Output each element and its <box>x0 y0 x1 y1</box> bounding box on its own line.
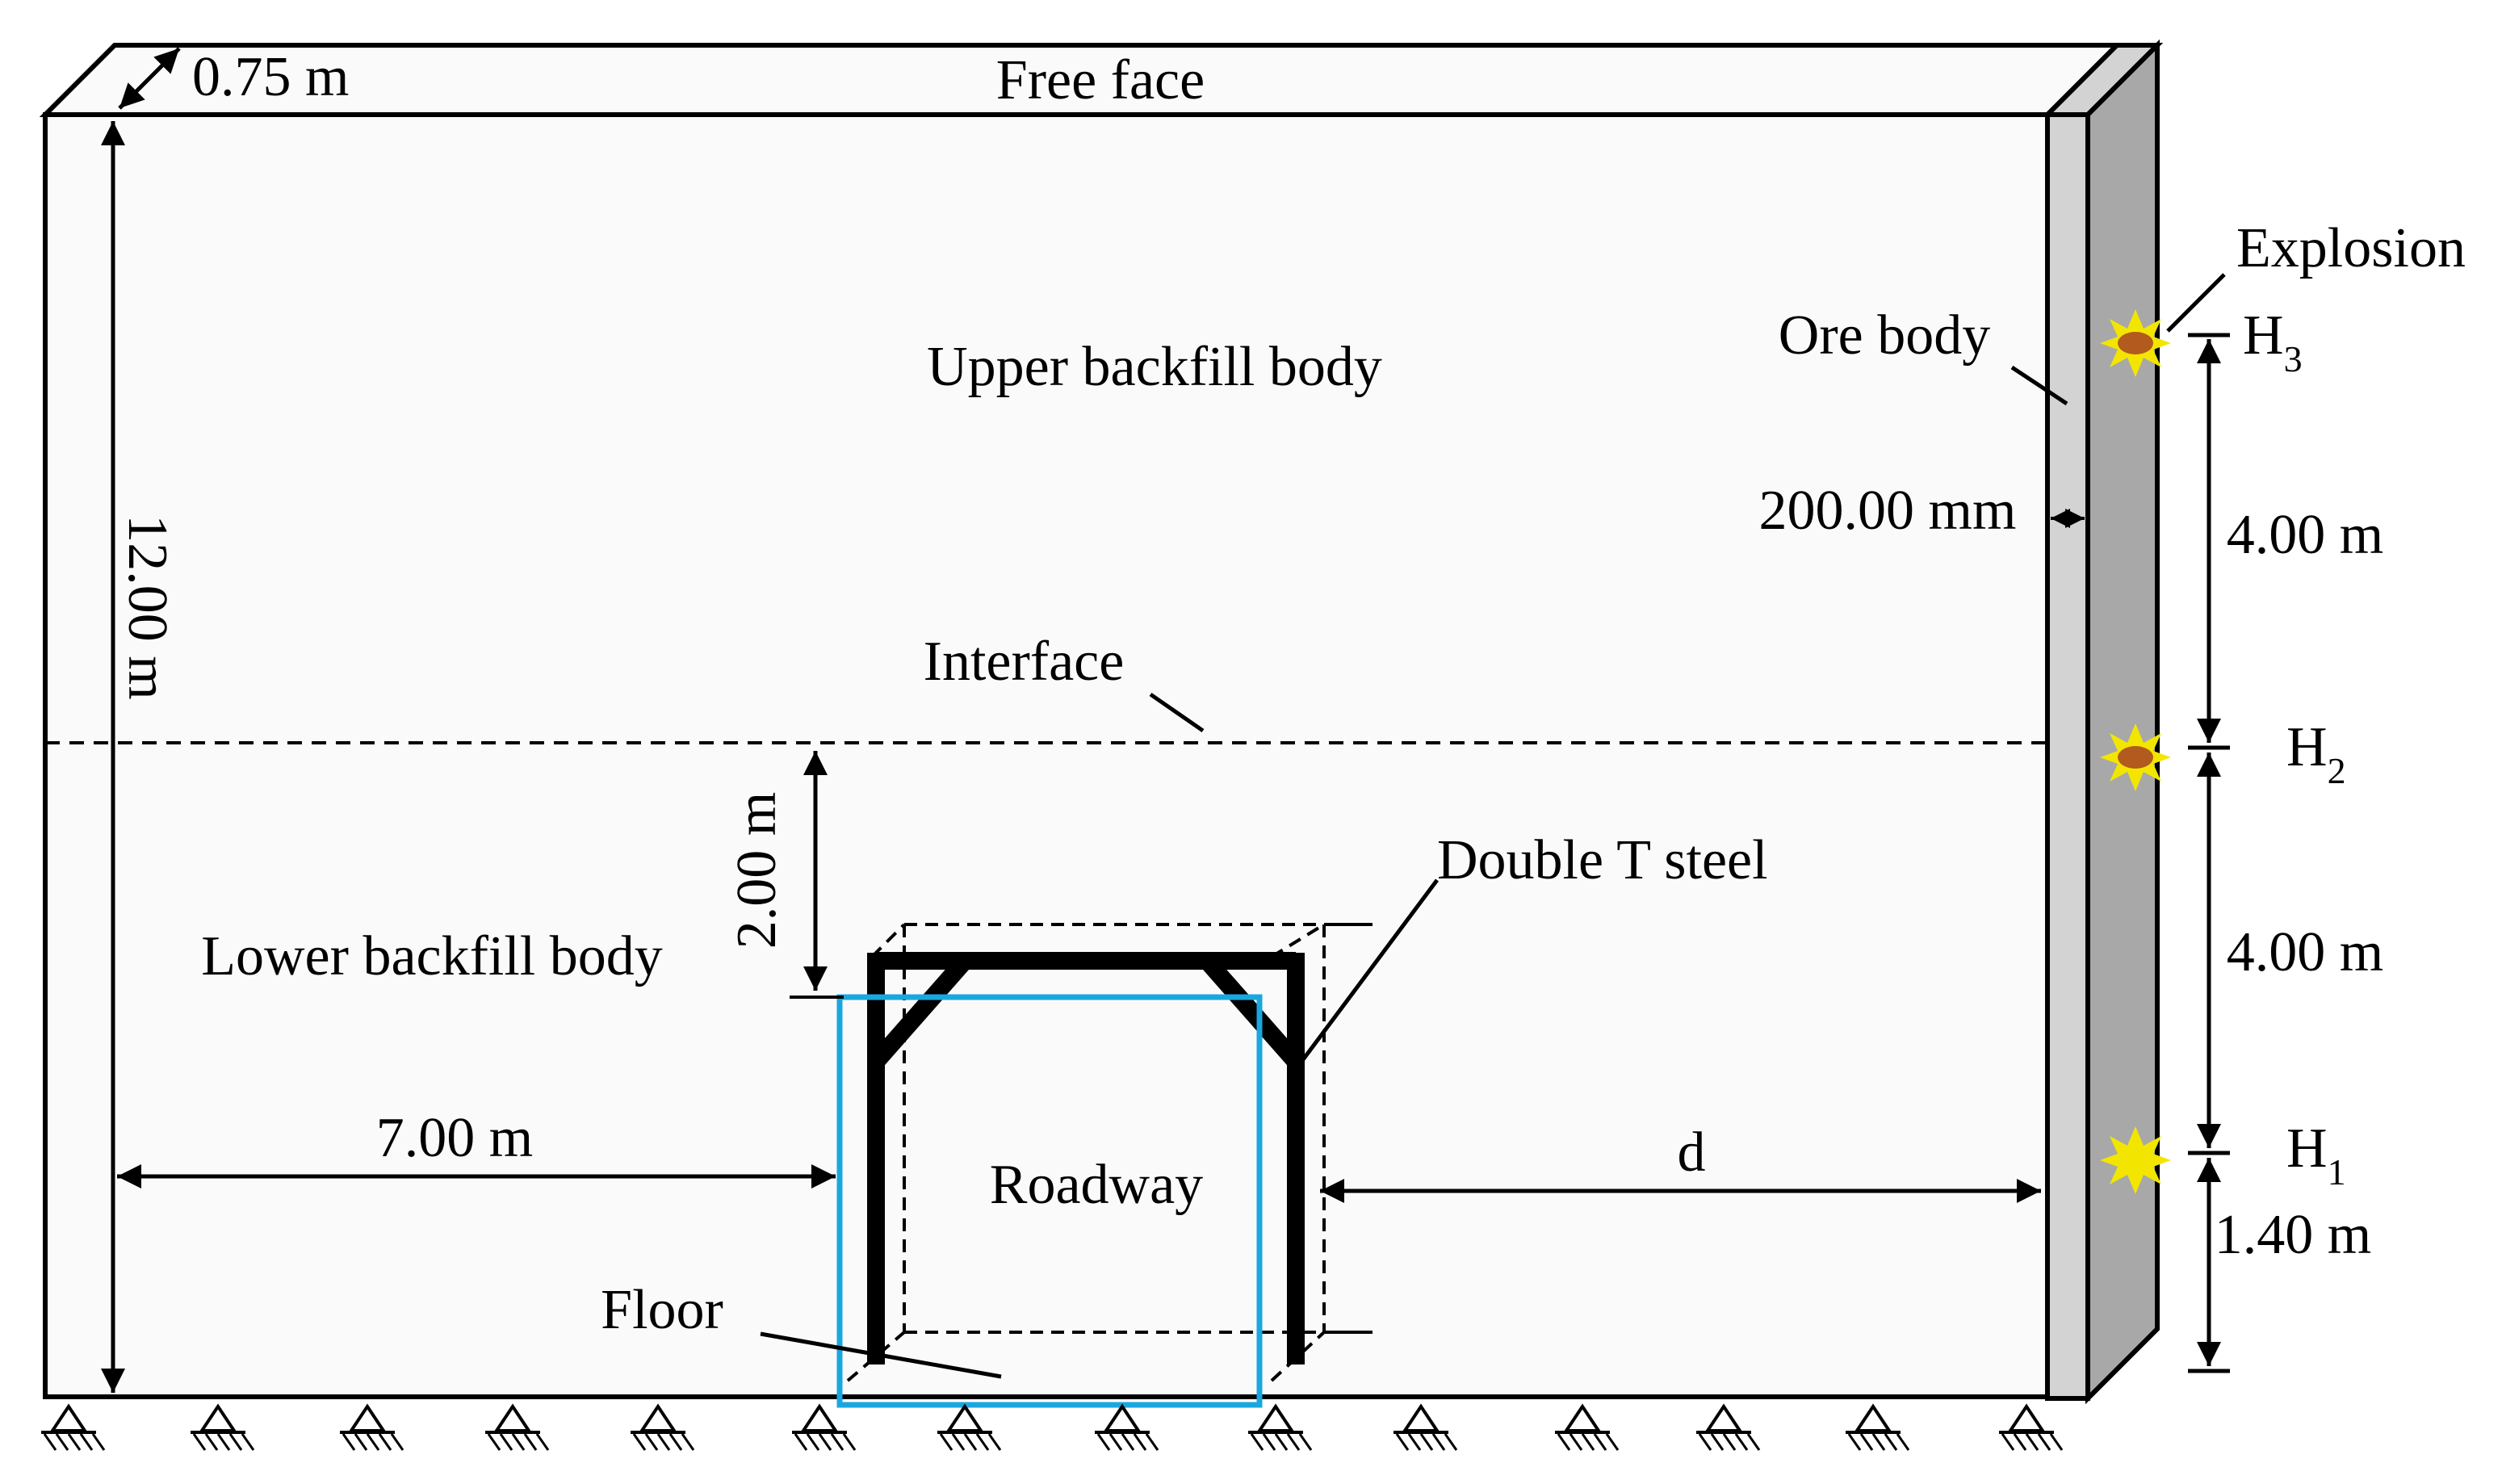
height-label: 12.00 m <box>116 514 178 699</box>
floor-label: Floor <box>601 1279 723 1341</box>
ore-body-label: Ore body <box>1779 304 1990 367</box>
explosion-marker-h3 <box>2100 309 2171 377</box>
explosion-label: Explosion <box>2236 217 2466 279</box>
spacing-lower-label: 4.00 m <box>2227 921 2383 983</box>
support-symbol <box>1846 1403 1910 1451</box>
ore-body-side <box>2085 39 2160 1405</box>
interface-leader <box>1149 692 1205 733</box>
support-symbol <box>1248 1403 1313 1451</box>
support-symbol <box>1696 1403 1761 1451</box>
right-dimension-ticks <box>2188 333 2230 1373</box>
thickness-label: 0.75 m <box>192 46 349 108</box>
interface-label: Interface <box>924 631 1125 693</box>
upper-body-label: Upper backfill body <box>927 336 1382 398</box>
thickness-arrow <box>118 47 181 110</box>
support-symbol <box>1999 1403 2064 1451</box>
explosion-leader <box>2166 273 2226 333</box>
roadway-box <box>846 923 1326 1382</box>
support-symbol <box>631 1403 695 1451</box>
double-t-leader <box>1299 878 1440 1063</box>
left-distance-label: 7.00 m <box>376 1107 533 1169</box>
ore-body-front <box>2045 112 2090 1401</box>
ore-body-leader <box>2010 365 2068 406</box>
lower-body-label: Lower backfill body <box>201 925 662 987</box>
roadway-label: Roadway <box>990 1154 1203 1216</box>
support-symbol <box>340 1403 404 1451</box>
roadway-outline <box>836 994 1263 1408</box>
floor-leader <box>760 1331 1002 1379</box>
support-symbol <box>41 1403 106 1451</box>
h3-label: H3 <box>2243 304 2303 379</box>
support-symbol <box>1555 1403 1620 1451</box>
fixed-supports <box>41 1403 2064 1451</box>
explosion-marker-h1 <box>2100 1126 2171 1194</box>
support-symbol <box>1095 1403 1159 1451</box>
support-symbol <box>792 1403 857 1451</box>
h1-height-label: 1.40 m <box>2215 1204 2371 1266</box>
double-t-steel <box>867 952 1305 1365</box>
double-t-label: Double T steel <box>1437 829 1768 891</box>
h1-label: H1 <box>2286 1117 2346 1193</box>
h2-label: H2 <box>2286 716 2346 791</box>
free-face-label: Free face <box>996 49 1205 111</box>
support-symbol <box>1393 1403 1458 1451</box>
ore-width-label: 200.00 mm <box>1759 480 2017 542</box>
support-symbol <box>937 1403 1002 1451</box>
support-symbol <box>485 1403 550 1451</box>
explosion-marker-h2 <box>2100 723 2171 791</box>
distance-d-label: d <box>1678 1121 1706 1184</box>
roadway-top-label: 2.00 m <box>726 792 788 949</box>
support-symbol <box>191 1403 255 1451</box>
spacing-upper-label: 4.00 m <box>2227 504 2383 566</box>
